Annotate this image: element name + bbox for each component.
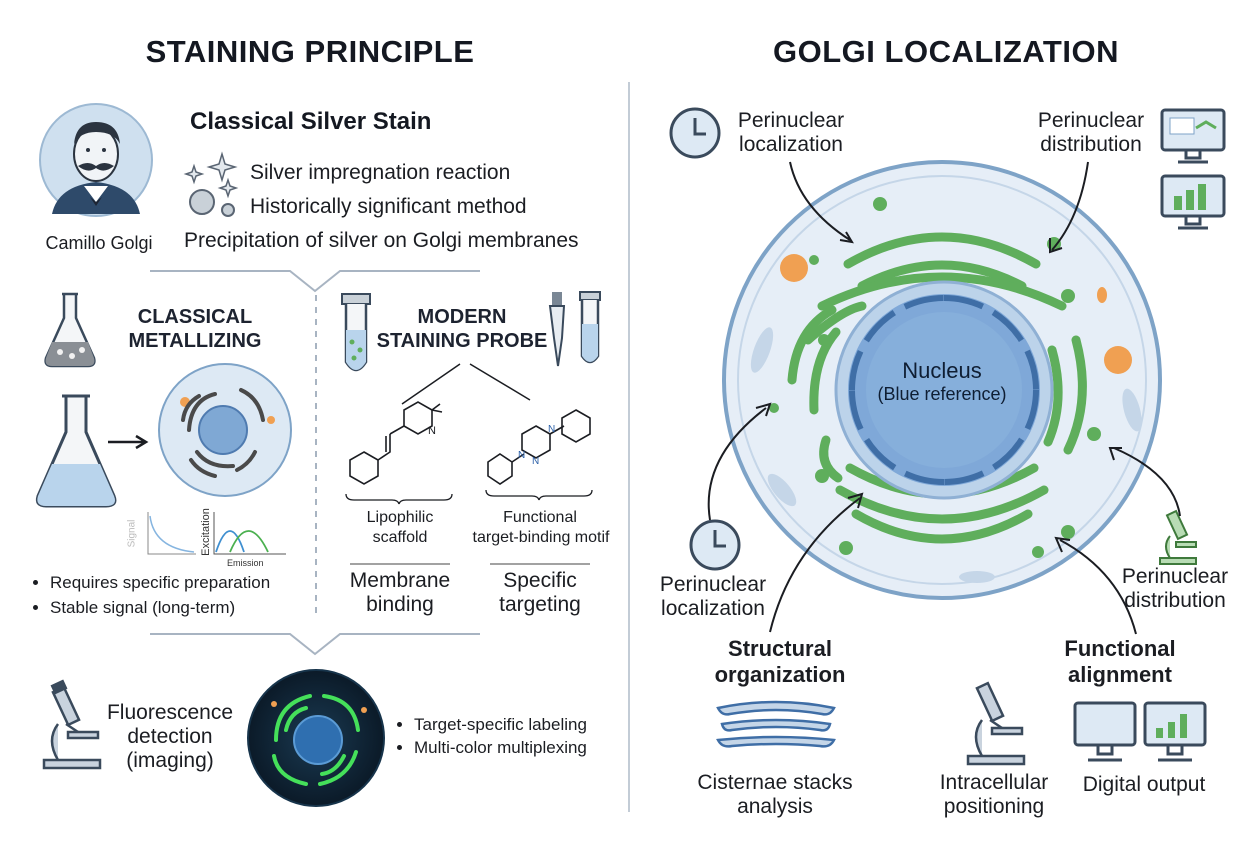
perinuclear-distribution-lower-1: Perinuclear	[1121, 565, 1229, 588]
perinuclear-localization-top-2: localization	[739, 133, 843, 156]
spectrum-y-label-signal: Signal	[126, 519, 138, 548]
perinuclear-distribution-top-1: Perinuclear	[1037, 109, 1145, 132]
functional-alignment-1: Functional	[1064, 636, 1176, 661]
classical-metallizing-heading-2: METALLIZING	[128, 330, 262, 352]
nucleus-sublabel: (Blue reference)	[877, 384, 1007, 404]
silver-stained-cell	[158, 363, 292, 497]
perinuclear-localization-lower-1: Perinuclear	[659, 573, 767, 596]
fluorescence-bullet-2: Multi-color multiplexing	[414, 737, 587, 758]
classical-silver-stain-heading: Classical Silver Stain	[190, 108, 432, 135]
target-binding-motif-molecule: N N N	[487, 409, 591, 485]
lipophilic-label-1: Lipophilic	[366, 509, 434, 526]
functional-motif-label-2: target-binding motif	[472, 529, 610, 546]
fluorescence-label-1: Fluorescence	[106, 701, 234, 724]
result-separator-a	[350, 563, 450, 565]
fluorescence-label-3: (imaging)	[126, 749, 214, 772]
arrow-to-golgi-top-left	[789, 161, 854, 244]
metallizing-bullet-1: Requires specific preparation	[50, 572, 270, 593]
spectrum-x-label: Emission	[227, 558, 264, 568]
arrow-to-golgi-left	[707, 402, 772, 521]
cisternae-stack-icon	[716, 700, 836, 748]
clock-icon	[669, 107, 721, 159]
left-panel-title: STAINING PRINCIPLE	[145, 34, 475, 69]
right-panel-title: GOLGI LOCALIZATION	[773, 34, 1119, 69]
excitation-emission-plot	[213, 512, 286, 555]
digital-output-label: Digital output	[1082, 773, 1206, 796]
svg-text:N: N	[532, 456, 539, 467]
svg-text:N: N	[518, 450, 525, 461]
lipophilic-label-2: scaffold	[372, 529, 428, 546]
functional-motif-label-1: Functional	[503, 509, 577, 526]
arrow-to-golgi-right	[1108, 447, 1181, 517]
fluorescence-label-2: detection	[127, 725, 213, 748]
microscope-icon	[42, 679, 102, 770]
structural-organization-1: Structural	[728, 636, 832, 661]
membrane-binding-2: binding	[366, 593, 434, 616]
structural-organization-2: organization	[714, 662, 846, 687]
microscope-icon-small	[1159, 509, 1197, 565]
section-divider-bottom	[150, 633, 480, 656]
arrow-functional	[1054, 536, 1137, 635]
arrow-to-golgi-top-right	[1049, 161, 1089, 254]
arrow-icon	[108, 434, 149, 450]
golgi-cell-diagram	[722, 160, 1162, 600]
fluorescence-bullet-1: Target-specific labeling	[414, 714, 587, 735]
panel-divider	[628, 82, 630, 812]
svg-text:N: N	[548, 424, 555, 435]
motif-bracket	[485, 489, 593, 501]
metallizing-bullets: Requires specific preparation Stable sig…	[32, 572, 270, 618]
camillo-golgi-portrait-icon	[39, 103, 153, 217]
clock-icon-lower	[689, 519, 741, 571]
functional-alignment-2: alignment	[1068, 662, 1172, 687]
column-divider	[315, 295, 317, 615]
signal-decay-plot	[147, 512, 196, 555]
perinuclear-localization-lower-2: localization	[661, 597, 765, 620]
arrow-structural	[769, 492, 864, 633]
digital-monitor-icon	[1073, 701, 1137, 762]
bar-chart-monitor-icon	[1143, 701, 1207, 762]
result-separator-b	[490, 563, 590, 565]
membrane-binding-1: Membrane	[349, 569, 451, 592]
perinuclear-localization-top-1: Perinuclear	[737, 109, 845, 132]
cisternae-label-1: Cisternae stacks	[697, 771, 853, 794]
specific-targeting-2: targeting	[499, 593, 581, 616]
metallizing-bullet-2: Stable signal (long-term)	[50, 597, 270, 618]
scaffold-bracket	[345, 493, 453, 505]
molecule-n-label: N	[428, 425, 436, 437]
classical-line-2: Historically significant method	[250, 195, 527, 218]
section-divider	[150, 270, 480, 293]
small-flask-icon	[44, 292, 96, 368]
intracellular-label-1: Intracellular	[939, 771, 1049, 794]
test-tube-icon	[341, 293, 371, 372]
pipette-icon	[548, 291, 601, 367]
spectrum-y-label-excitation: Excitation	[199, 508, 212, 556]
fluorescent-cell-image	[247, 669, 385, 807]
cisternae-label-2: analysis	[737, 795, 813, 818]
modern-probe-heading-2: STAINING PROBE	[376, 330, 548, 352]
intracellular-label-2: positioning	[943, 795, 1045, 818]
perinuclear-distribution-lower-2: distribution	[1124, 589, 1226, 612]
fluorescence-bullets: Target-specific labeling Multi-color mul…	[396, 714, 587, 758]
portrait-label: Camillo Golgi	[45, 233, 153, 253]
classical-line-1: Silver impregnation reaction	[250, 161, 511, 184]
silver-sparkle-icon	[183, 151, 239, 217]
large-flask-icon	[35, 394, 117, 508]
microscope-icon-bottom	[966, 681, 1026, 766]
nucleus-label: Nucleus	[902, 358, 982, 383]
classical-metallizing-heading-1: CLASSICAL	[137, 306, 253, 328]
classical-line-3: Precipitation of silver on Golgi membran…	[184, 229, 579, 252]
modern-probe-heading-1: MODERN	[417, 306, 507, 328]
monitor-icon	[1160, 108, 1226, 164]
probe-branch-lines	[401, 363, 531, 405]
chart-monitor-icon	[1160, 174, 1226, 230]
perinuclear-distribution-top-2: distribution	[1040, 133, 1142, 156]
lipophilic-scaffold-molecule	[349, 401, 443, 485]
specific-targeting-1: Specific	[503, 569, 577, 592]
